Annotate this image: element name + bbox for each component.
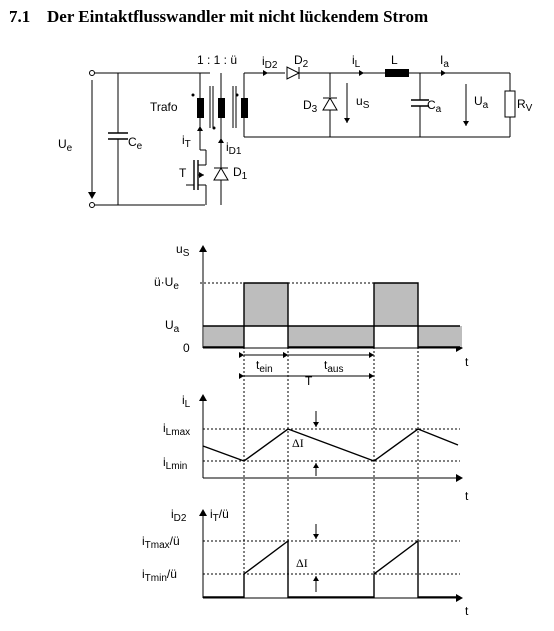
il-axis-label: iL (182, 393, 191, 410)
rv-label: RV (517, 97, 533, 114)
ua-label: Ua (474, 94, 489, 111)
ce-capacitor (108, 73, 128, 205)
section-number: 7.1 (9, 7, 31, 26)
us-mid-label: Ua (165, 318, 180, 335)
d3-diode (322, 73, 338, 137)
us-waveform-plot: uS t ü·Ue Ua 0 tein taus T (154, 242, 469, 388)
ratio-label: 1 : 1 : ü (197, 53, 237, 67)
us-zero-label: 0 (183, 341, 190, 355)
vertical-guides (243, 283, 419, 598)
id2-delta-label: ΔI (296, 556, 308, 570)
us-axis-label: uS (176, 242, 190, 259)
il-label: iL (352, 53, 361, 70)
us-shade-low-2 (288, 326, 374, 347)
id2-t-label: t (465, 604, 469, 618)
il-waveform (202, 428, 459, 462)
d1-diode (213, 165, 229, 205)
circuit-schematic: Ue Ce (58, 53, 533, 208)
id2-label: iD2 (262, 54, 278, 71)
transformer (191, 72, 330, 165)
il-delta-label: ΔI (292, 436, 304, 450)
d1-label: D1 (233, 165, 248, 182)
input-terminal-top (89, 70, 95, 76)
it-min-label: iTmin/ü (142, 567, 177, 584)
ia-label: Ia (440, 53, 449, 70)
trafo-label: Trafo (150, 100, 178, 114)
it-label: iT (182, 133, 191, 150)
ca-capacitor (411, 73, 429, 137)
us-shade-low-1 (204, 326, 244, 347)
section-title: Der Eintaktflusswandler mit nicht lücken… (47, 7, 429, 26)
transistor-t (186, 149, 207, 205)
inductor-l (385, 69, 409, 77)
il-waveform-plot: iL t iLmax iLmin ΔI (163, 393, 469, 503)
us-label: uS (356, 94, 370, 111)
d3-label: D3 (303, 98, 318, 115)
id2-axis-label: iD2 (171, 507, 187, 524)
us-shade-high-1 (244, 283, 288, 326)
ca-label: Ca (427, 98, 442, 115)
l-label: L (391, 53, 398, 67)
us-high-label: ü·Ue (154, 275, 179, 292)
il-max-label: iLmax (163, 421, 190, 438)
period-label: T (305, 374, 313, 388)
t-on-label: tein (256, 358, 273, 375)
ue-label: Ue (58, 137, 73, 154)
il-min-label: iLmin (163, 455, 187, 472)
il-t-label: t (465, 489, 469, 503)
t-off-label: taus (324, 358, 343, 375)
input-terminal-bottom (89, 202, 95, 208)
ce-label: Ce (128, 135, 143, 152)
it-axis-label: iT/ü (210, 507, 229, 524)
us-t-label: t (465, 355, 469, 369)
id2-waveform-plot: iD2 iT/ü t iTmax/ü iTmin/ü ΔI (142, 507, 469, 618)
it-max-label: iTmax/ü (142, 534, 180, 551)
t-label: T (179, 166, 187, 180)
us-shade-high-2 (374, 283, 418, 326)
us-shade-low-3 (418, 326, 462, 347)
id2-waveform (203, 539, 460, 598)
d2-label: D2 (294, 53, 309, 70)
d2-diode (286, 66, 385, 80)
section-heading: 7.1 Der Eintaktflusswandler mit nicht lüc… (9, 7, 428, 27)
rv-resistor (504, 73, 516, 137)
id1-label: iD1 (226, 140, 242, 157)
